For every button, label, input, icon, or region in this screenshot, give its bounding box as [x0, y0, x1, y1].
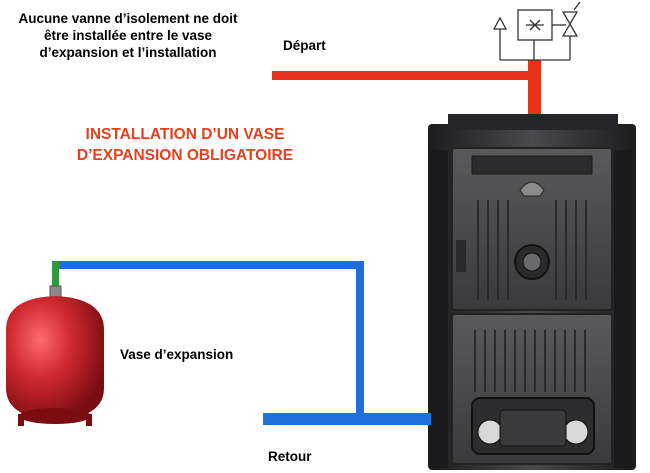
isolation-valve-note: Aucune vanne d’isolement ne doit être in… — [18, 11, 238, 60]
boiler — [428, 114, 636, 470]
expansion-vessel — [6, 285, 104, 426]
depart-pipe — [272, 60, 541, 123]
retour-label: Retour — [268, 449, 312, 464]
vase-expansion-label: Vase d’expansion — [120, 347, 234, 362]
safety-valve-group-icon — [492, 1, 581, 61]
page-title: INSTALLATION D’UN VASE D’EXPANSION OBLIG… — [20, 124, 350, 166]
retour-pipe — [52, 261, 431, 425]
title-line-1: INSTALLATION D’UN VASE — [85, 126, 285, 143]
title-line-2: D’EXPANSION OBLIGATOIRE — [76, 147, 294, 164]
depart-label: Départ — [283, 38, 326, 53]
